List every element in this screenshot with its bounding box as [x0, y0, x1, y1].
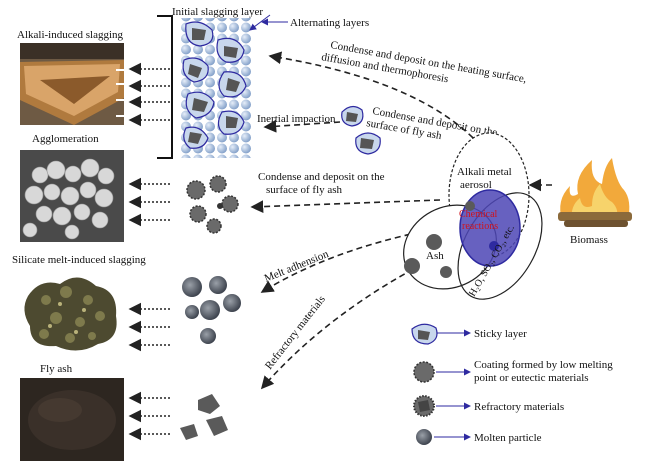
condense-ash-label-b2: surface of fly ash — [266, 184, 343, 196]
legend: Sticky layer Coating formed by low melti… — [411, 323, 613, 445]
melt-adhesion-label: Melt adhension — [263, 248, 331, 285]
fly-ash-photo — [20, 378, 124, 461]
biomass-label: Biomass — [570, 234, 608, 246]
alkali-slagging-label: Alkali-induced slagging — [17, 29, 124, 41]
fly-ash-cluster-particles — [186, 175, 239, 234]
aerosol-label: aerosol — [460, 179, 492, 191]
condense-ash-label-b1: Condense and deposit on the — [258, 171, 385, 183]
silicate-slagging-photo — [20, 268, 124, 356]
alkali-slagging-photo — [20, 43, 124, 125]
legend-label-coated-line1: Coating formed by low melting — [474, 359, 613, 371]
agglomeration-label: Agglomeration — [32, 133, 99, 145]
legend-item-coated-particle: Coating formed by low melting point or e… — [413, 359, 613, 384]
reaction-zone — [403, 132, 543, 300]
fly-ash-label: Fly ash — [40, 363, 73, 375]
agglomeration-photo — [20, 150, 124, 242]
legend-label-coated-line2: point or eutectic materials — [474, 372, 589, 384]
impaction-particles — [341, 105, 381, 155]
alternating-layers-label: Alternating layers — [290, 17, 369, 29]
legend-label-sticky-layer: Sticky layer — [474, 328, 527, 340]
legend-item-sticky-layer: Sticky layer — [411, 323, 527, 345]
legend-label-molten: Molten particle — [474, 432, 542, 444]
slagging-layer-block — [179, 18, 253, 158]
molten-particle-icon — [416, 429, 432, 445]
biomass-fire-icon — [558, 158, 632, 227]
coated-particle-icon — [413, 361, 435, 383]
dotted-arrows — [128, 62, 170, 441]
melt-particles — [182, 276, 241, 344]
legend-item-refractory: Refractory materials — [413, 395, 564, 417]
initial-layer-label: Initial slagging layer — [172, 6, 263, 18]
alkali-metal-label: Alkali metal — [457, 166, 512, 178]
refractory-particles — [180, 394, 228, 440]
chemical-label-line2: reactions — [462, 221, 498, 232]
photo-tick-marks — [116, 69, 124, 117]
chemical-label-line1: Chemical — [459, 209, 498, 220]
silicate-slagging-label: Silicate melt-induced slagging — [12, 254, 146, 266]
inertial-impaction-label: Inertial impaction — [257, 113, 336, 125]
legend-label-refractory: Refractory materials — [474, 401, 564, 413]
legend-item-molten: Molten particle — [416, 429, 542, 445]
ash-label: Ash — [426, 250, 444, 262]
slag-bracket — [157, 15, 173, 159]
initial-layer-pointer — [249, 14, 271, 31]
